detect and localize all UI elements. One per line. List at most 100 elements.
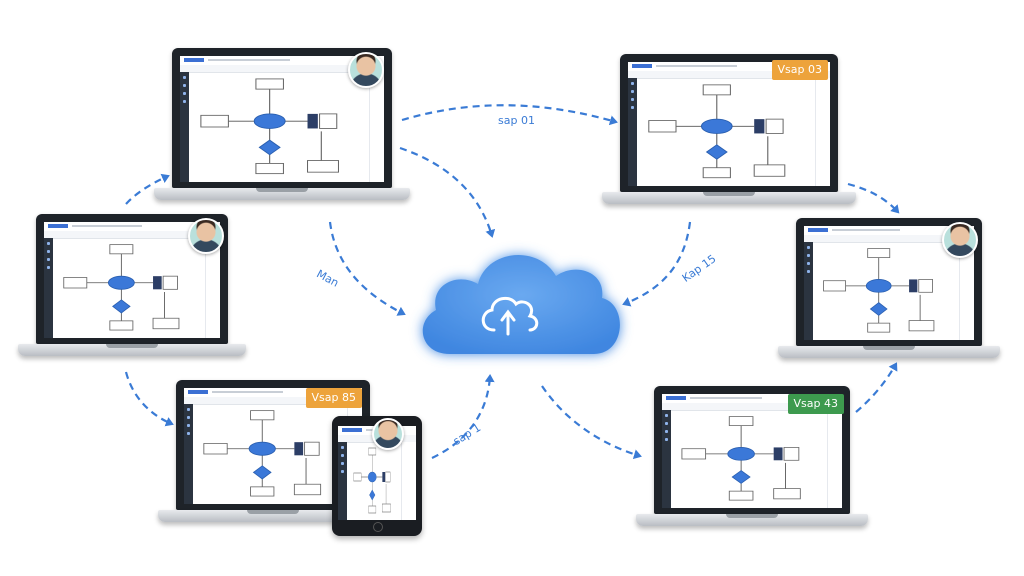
flow-box (867, 322, 891, 333)
flow-process-node (367, 471, 377, 483)
flow-data-block (754, 119, 765, 134)
flow-box (702, 84, 731, 96)
tablet-bottom (332, 416, 422, 536)
flowchart-diagram (200, 78, 339, 175)
flow-process-node (700, 118, 733, 134)
app-toolbar (184, 397, 362, 405)
flow-data-block (153, 276, 162, 290)
flow-box (307, 160, 339, 173)
flow-data-block (307, 113, 318, 129)
app-screen (662, 394, 842, 508)
flow-data-block (382, 472, 386, 482)
app-sidebar (804, 242, 813, 340)
laptop-top-right: Vsap 03 (602, 54, 856, 204)
flowchart-canvas (352, 446, 398, 516)
flow-box (867, 248, 891, 258)
flow-box (368, 505, 377, 514)
flow-process-node (107, 275, 135, 290)
app-properties-panel (369, 72, 384, 182)
flow-box (728, 416, 754, 426)
app-sidebar (180, 72, 189, 182)
app-logo (188, 390, 208, 394)
version-badge: Vsap 85 (305, 388, 362, 408)
app-logo (184, 58, 204, 62)
laptop-top-left (154, 48, 410, 200)
arrow-bottomright-up (855, 362, 898, 413)
arrow-bottom-to-cloud (431, 374, 495, 459)
app-sidebar (338, 442, 347, 520)
arrow-cloud-to-bottomright (541, 385, 642, 460)
version-badge: Vsap 03 (771, 60, 828, 80)
flowchart-canvas (818, 246, 956, 336)
laptop-mid-right (778, 218, 1000, 358)
flow-box (162, 275, 178, 290)
app-logo (666, 396, 686, 400)
app-menu-bar (656, 65, 737, 67)
flow-box (109, 244, 134, 255)
app-menu-bar (208, 59, 290, 61)
app-properties-panel (815, 78, 830, 186)
flow-box (918, 279, 933, 293)
flow-box (368, 447, 377, 456)
flow-data-block (294, 442, 304, 456)
flow-box (293, 483, 322, 496)
app-sidebar (184, 404, 193, 504)
cloud (422, 254, 620, 354)
flow-process-node (248, 441, 276, 456)
app-properties-panel (205, 238, 220, 338)
flowchart-canvas (198, 408, 344, 500)
flow-decision-node (705, 144, 728, 160)
flow-decision-node (252, 465, 272, 480)
flow-box (702, 167, 731, 179)
flow-box (753, 164, 786, 177)
flow-box (382, 503, 391, 513)
flow-box (63, 277, 88, 289)
app-sidebar (628, 78, 637, 186)
flow-box (255, 78, 284, 90)
app-properties-panel (401, 442, 416, 520)
arrow-midleft-down (124, 371, 174, 427)
flow-box (681, 448, 707, 460)
arrow-left-up (125, 173, 170, 205)
flowchart-diagram (681, 416, 801, 501)
app-toolbar (804, 235, 974, 243)
flowchart-canvas (194, 76, 366, 178)
app-logo (632, 64, 652, 68)
app-toolbar (662, 403, 842, 411)
arrow-label-top: sap 01 (498, 114, 535, 127)
flow-box (353, 472, 362, 482)
flow-box (200, 114, 229, 128)
flow-decision-node (258, 139, 281, 156)
flow-decision-node (369, 489, 376, 501)
flow-decision-node (869, 302, 888, 316)
flow-data-block (773, 447, 783, 461)
user-avatar (372, 418, 404, 450)
user-avatar (348, 52, 384, 88)
app-menu-bar (212, 391, 284, 393)
flow-process-node (727, 447, 755, 461)
app-properties-panel (827, 410, 842, 508)
flow-box (250, 486, 275, 497)
version-badge: Vsap 43 (787, 394, 844, 414)
app-logo (48, 224, 68, 228)
flow-data-block (909, 279, 918, 293)
app-sidebar (44, 238, 53, 338)
app-toolbar (628, 71, 830, 79)
flow-box (908, 320, 935, 332)
app-sidebar (662, 410, 671, 508)
app-properties-panel (959, 242, 974, 340)
flowchart-diagram (203, 410, 322, 497)
flowchart-diagram (823, 248, 935, 333)
app-menu-bar (832, 229, 900, 231)
flow-box (648, 120, 677, 133)
flow-decision-node (731, 470, 751, 484)
app-logo (342, 428, 362, 432)
flow-box (765, 118, 784, 134)
arrow-topright-to-midright (847, 182, 900, 214)
app-screen (628, 62, 830, 186)
arrow-left-to-cloud (328, 221, 406, 316)
laptop-mid-left (18, 214, 246, 356)
flow-box (773, 488, 801, 500)
